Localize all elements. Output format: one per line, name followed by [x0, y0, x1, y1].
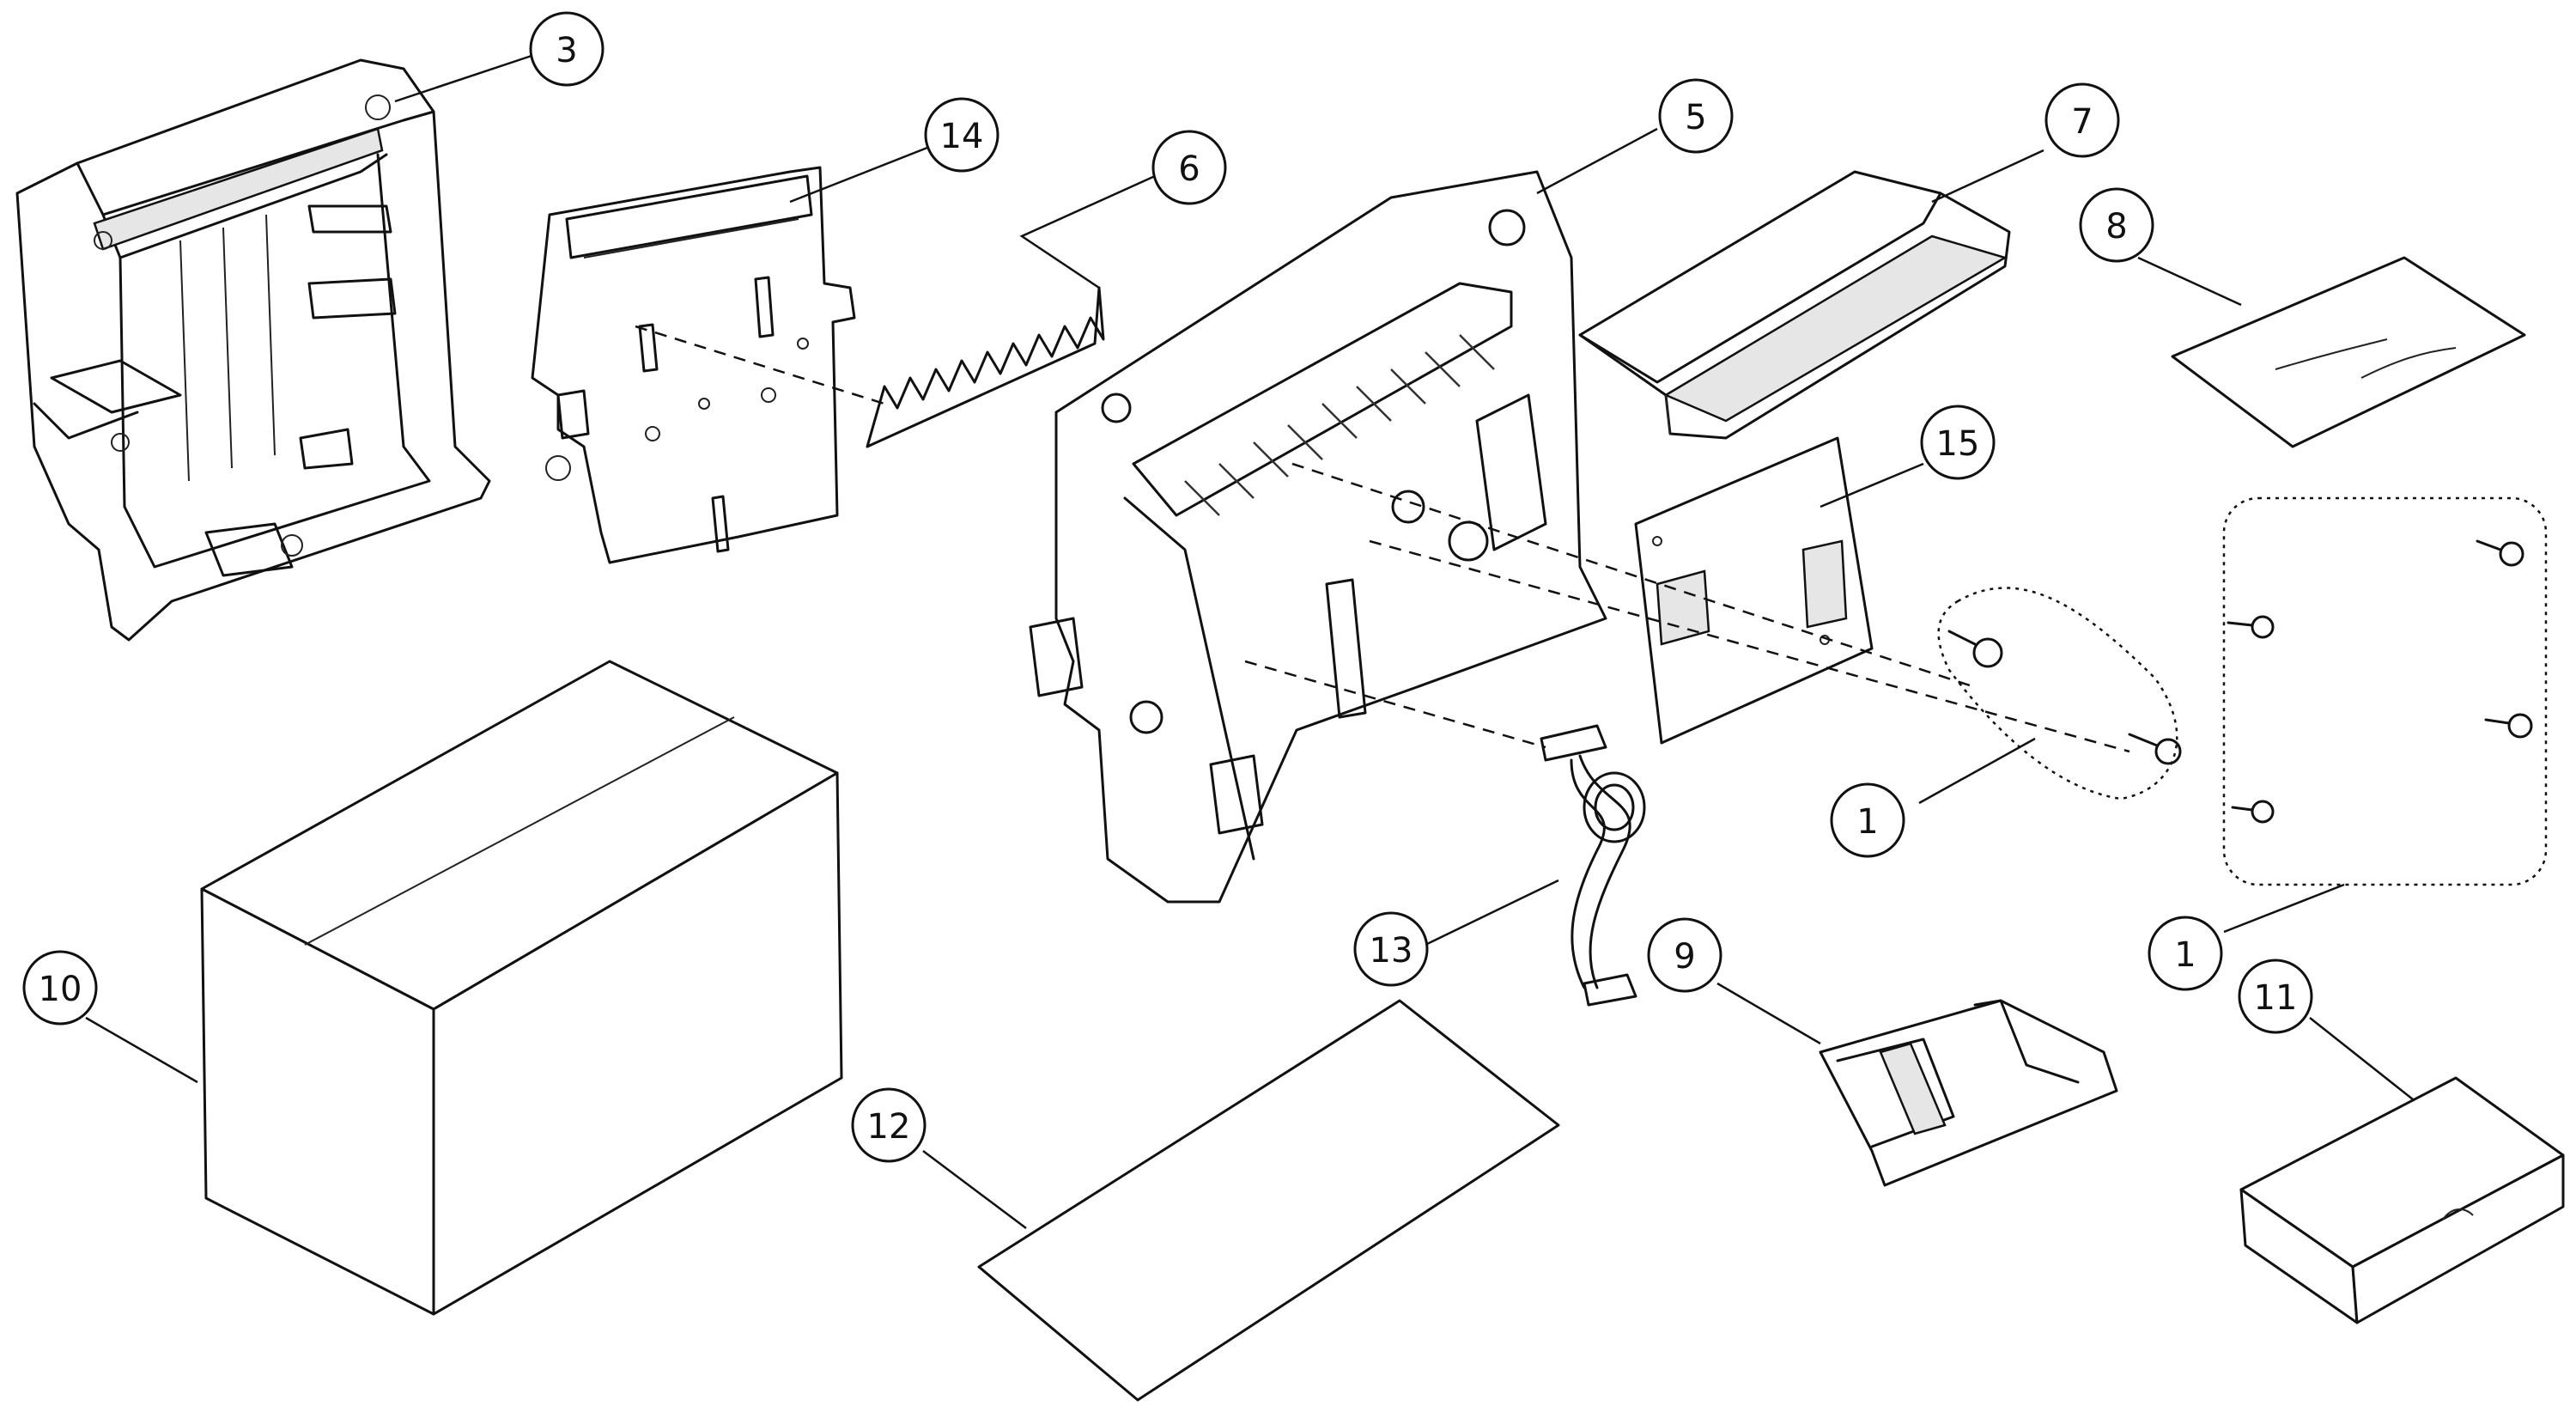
callout-15: 15: [1920, 405, 1996, 480]
part-paper-guide: [1578, 170, 2011, 440]
part-cutter-blade: [635, 286, 1105, 448]
callout-label: 5: [1685, 98, 1706, 137]
callout-label: 8: [2105, 207, 2127, 247]
callout-label: 10: [39, 970, 82, 1009]
callout-label: 11: [2254, 978, 2298, 1018]
callout-5: 5: [1658, 78, 1734, 154]
part-mechanism-plate: [531, 166, 856, 564]
callout-9: 9: [1647, 917, 1722, 993]
screw-group-four: [2222, 496, 2548, 886]
callout-label: 1: [1856, 802, 1878, 842]
part-manual-sheet: [977, 999, 1560, 1402]
callout-label: 3: [556, 31, 577, 70]
callout-label: 14: [940, 117, 984, 156]
part-bracket: [1819, 999, 2118, 1187]
screw-group-pair: [1937, 587, 2182, 800]
callout-14: 14: [924, 97, 999, 173]
callout-1-pair: 1: [1830, 782, 1905, 858]
leader-lines: [85, 53, 2414, 1229]
callout-1-four: 1: [2148, 916, 2223, 991]
part-front-housing: [15, 58, 491, 642]
part-sheet: [2171, 256, 2526, 448]
part-cable-harness: [1244, 660, 1646, 1007]
callout-label: 12: [867, 1107, 911, 1147]
callout-12: 12: [851, 1087, 927, 1163]
callout-label: 9: [1674, 937, 1695, 977]
callout-10: 10: [22, 950, 98, 1026]
part-main-frame: [1029, 170, 1607, 904]
callout-7: 7: [2044, 82, 2120, 158]
part-carton-box: [200, 660, 843, 1316]
callout-label: 7: [2071, 102, 2093, 142]
callout-label: 13: [1370, 931, 1413, 971]
callout-label: 6: [1178, 149, 1200, 189]
callout-13: 13: [1353, 911, 1429, 987]
callout-label: 15: [1936, 424, 1980, 464]
callout-label: 1: [2174, 935, 2196, 975]
callout-11: 11: [2238, 959, 2313, 1034]
callout-8: 8: [2079, 187, 2154, 263]
part-circuit-board: [1291, 436, 2130, 753]
part-small-box: [2239, 1076, 2565, 1324]
callout-6: 6: [1151, 130, 1227, 205]
callout-3: 3: [529, 11, 605, 87]
